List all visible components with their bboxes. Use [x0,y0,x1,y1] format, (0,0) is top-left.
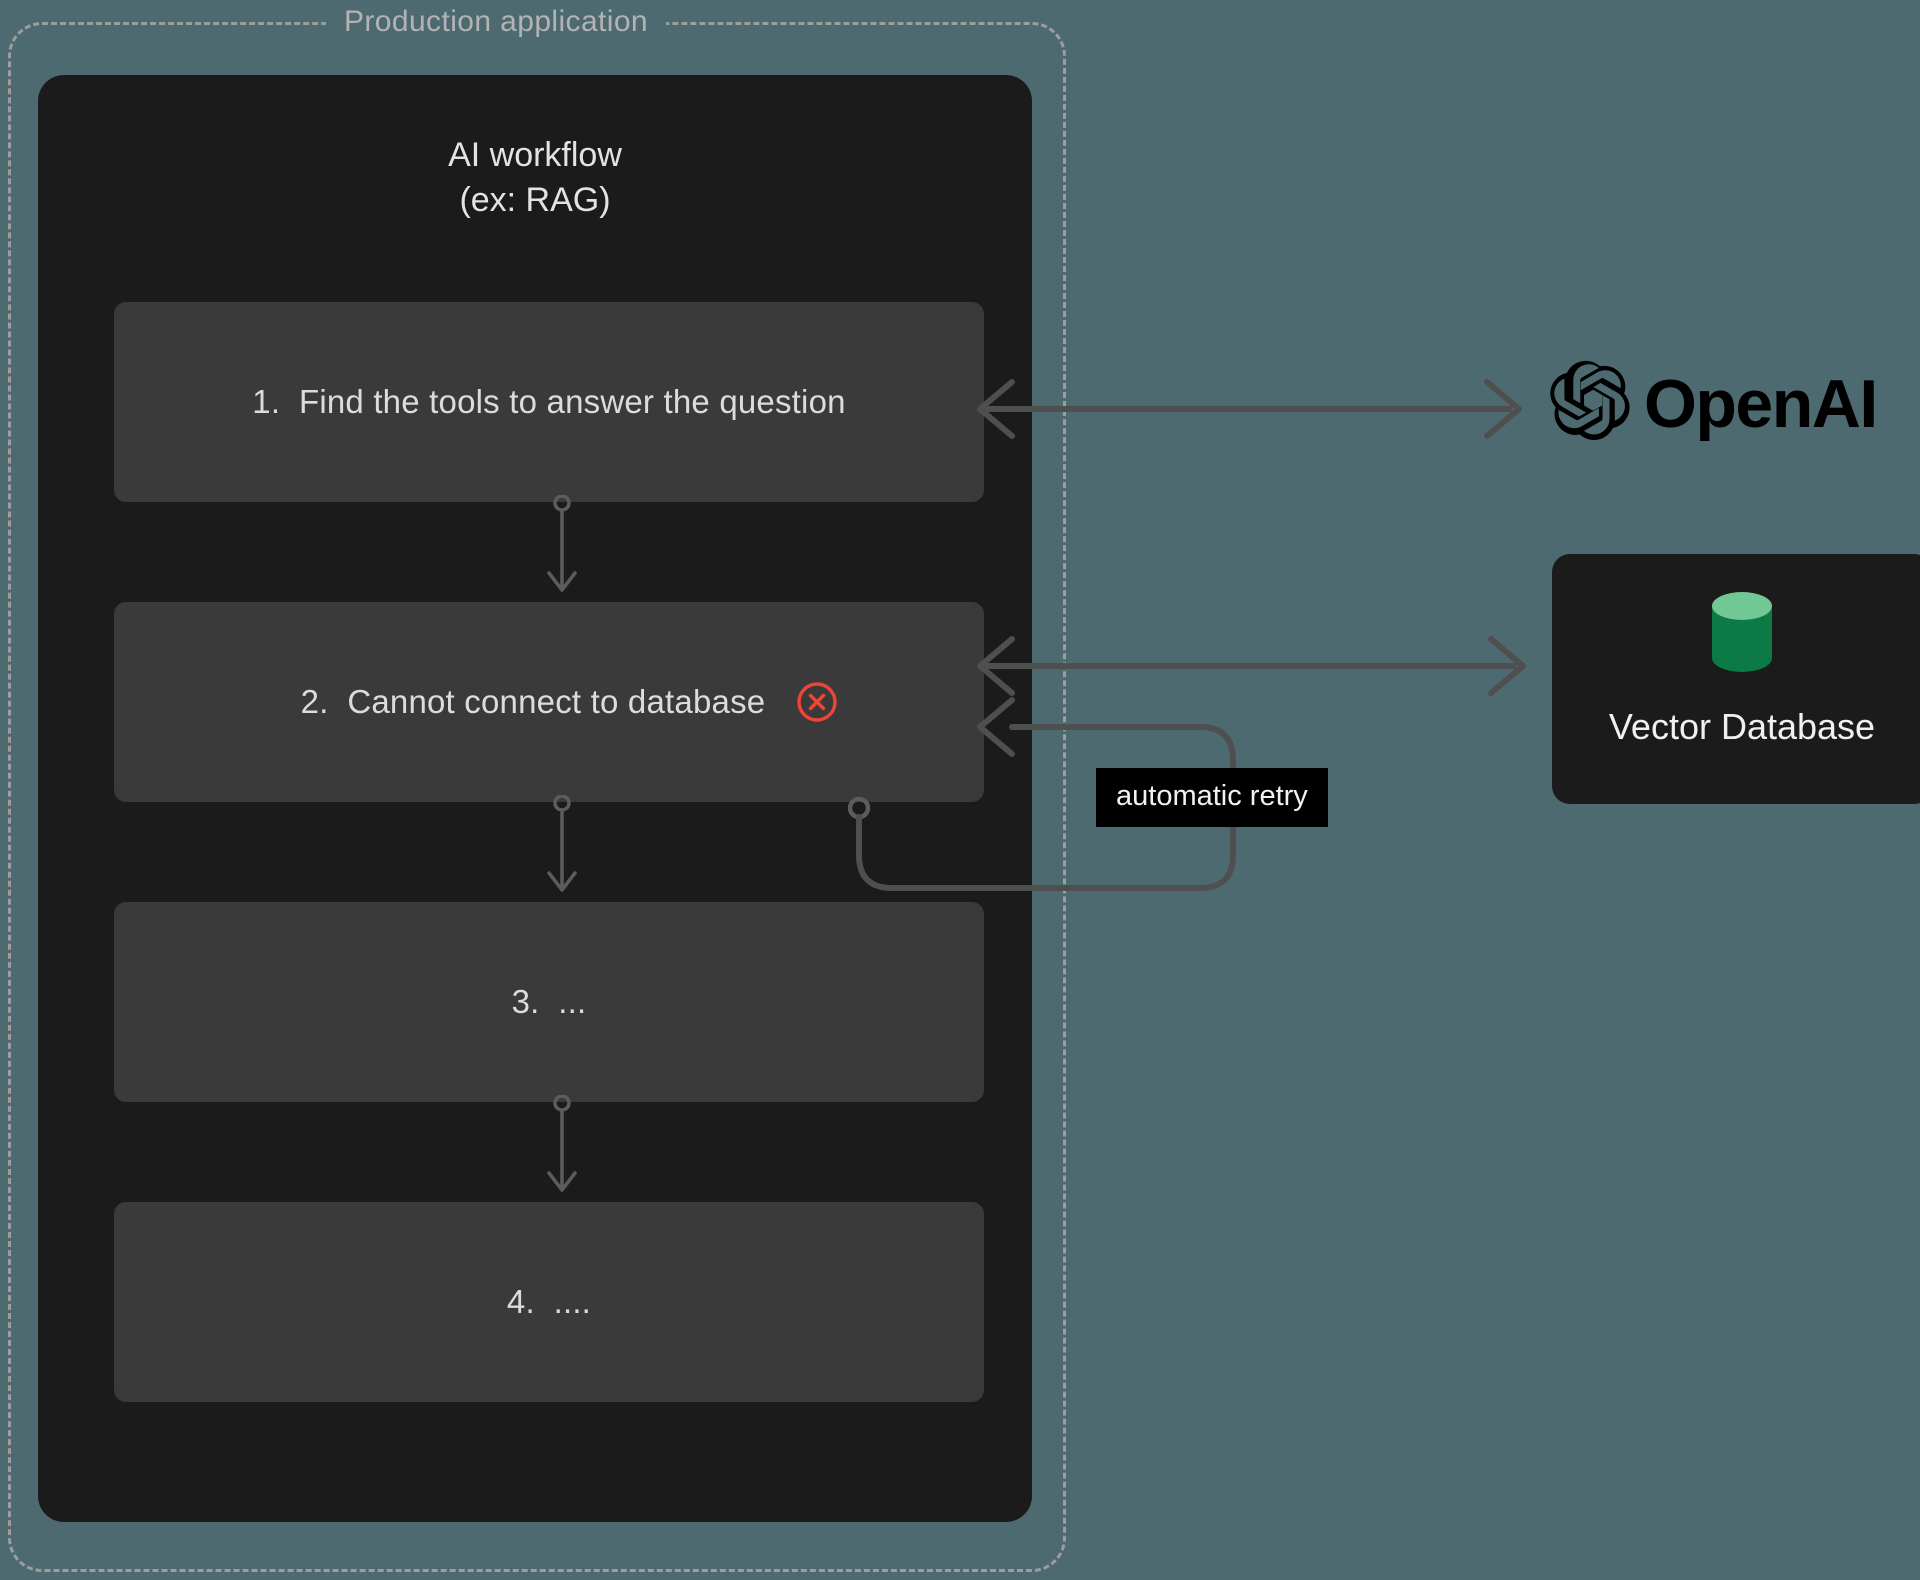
workflow-step-3[interactable]: 3. ... [114,902,984,1102]
openai-logo-icon [1548,360,1630,447]
openai-wordmark: OpenAI [1644,365,1878,442]
workflow-step-3-label: 3. ... [511,983,587,1020]
workflow-step-1-label: 1. Find the tools to answer the question [252,383,846,420]
error-circle-x-icon [796,681,838,723]
ai-workflow-title: AI workflow (ex: RAG) [448,136,622,220]
connector-step1-step2 [532,494,592,605]
connector-step3-step4 [532,1094,592,1205]
workflow-step-4-label: 4. .... [506,1283,592,1320]
vector-database-label: Vector Database [1608,706,1876,747]
database-cylinder-icon [1708,588,1776,681]
workflow-step-2-label: 2. Cannot connect to database [300,683,766,720]
workflow-step-2[interactable]: 2. Cannot connect to database [114,602,984,802]
ai-workflow-card: AI workflow (ex: RAG) 1. Find the tools … [38,75,1032,1522]
automatic-retry-label: automatic retry [1096,768,1328,827]
production-application-label: Production application [326,5,666,39]
workflow-step-1[interactable]: 1. Find the tools to answer the question [114,302,984,502]
connector-step2-step3 [532,794,592,905]
openai-service[interactable]: OpenAI [1548,360,1878,447]
vector-database-card[interactable]: Vector Database [1552,554,1920,804]
workflow-step-4[interactable]: 4. .... [114,1202,984,1402]
